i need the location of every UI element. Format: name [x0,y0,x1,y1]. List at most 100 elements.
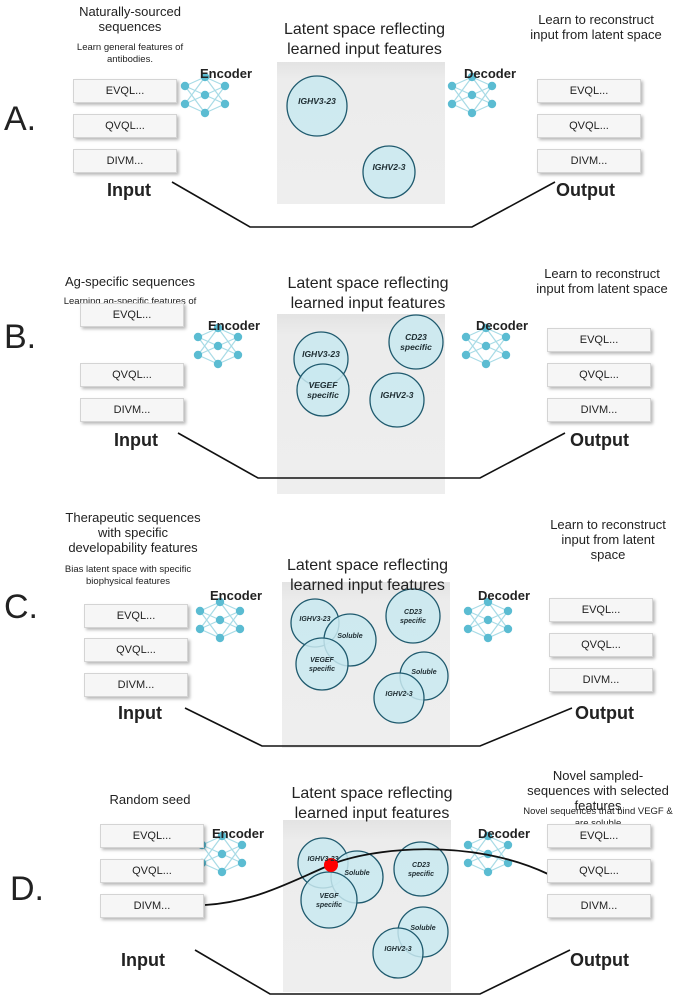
latent-cluster-label: IGHV2-3 [385,691,413,698]
input-subtitle: Learn general features of antibodies. [76,42,184,65]
output-sequence-box: DIVM... [547,894,651,918]
latent-space-title: Latent space reflecting learned input fe… [287,275,449,312]
output-sequence-box: DIVM... [549,668,653,692]
input-title: Naturally-sourced sequences [79,4,181,34]
latent-cluster-label: VEGEF specific [308,657,336,673]
input-sequence-box: EVQL... [80,303,184,327]
latent-cluster-label: CD23 specific [400,332,432,352]
output-subtitle: Novel sequences that bind VEGF & are sol… [523,806,673,829]
encoder-label: Encoder [210,588,263,603]
latent-cluster-label: IGHV3-23 [298,96,336,106]
latent-cluster-circle [385,588,441,644]
output-sequence-box: DIVM... [537,149,641,173]
output-sequence-box: QVQL... [547,859,651,883]
latent-cluster-circle [300,871,358,929]
latent-cluster-circle [393,841,449,897]
latent-cluster-label: IGHV2-3 [384,946,412,953]
latent-cluster-label: Soluble [411,669,437,676]
panel-letter: A. [4,100,37,138]
latent-cluster-circle [372,927,424,979]
output-title: Learn to reconstruct input from latent s… [550,517,666,562]
latent-cluster-label: IGHV3-23 [307,856,339,863]
latent-space-title: Latent space reflecting learned input fe… [287,557,448,594]
encoder-label: Encoder [212,826,265,841]
input-label: Input [107,180,151,200]
panel-letter: B. [4,318,37,356]
latent-cluster-circle [362,145,416,199]
connector-line [177,432,566,479]
latent-cluster-circle [296,363,350,417]
output-sequence-box: QVQL... [549,633,653,657]
panel-graphics [171,72,556,228]
input-sequence-box: QVQL... [100,859,204,883]
latent-cluster-circle [369,372,425,428]
latent-cluster-label: CD23 specific [407,862,435,878]
input-sequence-box: DIVM... [80,398,184,422]
input-label: Input [114,430,158,450]
output-sequence-box: EVQL... [549,598,653,622]
sampling-path [204,848,549,906]
decoder-label: Decoder [476,318,529,333]
latent-cluster-label: Soluble [344,870,370,877]
input-sequence-box: EVQL... [73,79,177,103]
input-sequence-box: EVQL... [100,824,204,848]
input-label: Input [121,950,165,970]
decoder-label: Decoder [464,66,517,81]
output-label: Output [570,430,629,450]
output-label: Output [556,180,615,200]
output-sequence-box: EVQL... [547,824,651,848]
input-subtitle: Bias latent space with specific biophysi… [64,564,192,587]
panel-graphics [177,314,566,479]
input-sequence-box: DIVM... [73,149,177,173]
decoder-network-icon [461,323,511,369]
latent-cluster-label: Soluble [410,925,436,932]
decoder-label: Decoder [478,588,531,603]
latent-cluster-label: VEGEF specific [307,380,339,400]
input-title: Therapeutic sequences with specific deve… [65,510,201,555]
decoder-network-icon [447,72,497,118]
panel-letter: C. [4,588,38,626]
encoder-label: Encoder [200,66,253,81]
output-title: Learn to reconstruct input from latent s… [530,12,662,42]
latent-cluster-label: VEGF specific [315,893,343,909]
input-sequence-box: QVQL... [80,363,184,387]
encoder-network-icon [195,597,245,643]
latent-cluster-circle [295,637,349,691]
output-sequence-box: DIVM... [547,398,651,422]
latent-cluster-label: Soluble [337,633,363,640]
latent-cluster-circle [373,672,425,724]
latent-cluster-label: IGHV2-3 [380,390,414,400]
input-sequence-box: QVQL... [73,114,177,138]
input-sequence-box: DIVM... [100,894,204,918]
output-sequence-box: QVQL... [537,114,641,138]
connector-line [194,949,571,995]
latent-cluster-circle [286,75,348,137]
encoder-label: Encoder [208,318,261,333]
panel-letter: D. [10,870,44,908]
input-sequence-box: EVQL... [84,604,188,628]
latent-space-title: Latent space reflecting learned input fe… [291,785,453,822]
latent-cluster-label: CD23 specific [399,609,427,625]
output-title: Learn to reconstruct input from latent s… [536,266,668,296]
panel-graphics [184,588,573,747]
encoder-network-icon [193,323,243,369]
connector-line [171,181,556,228]
decoder-label: Decoder [478,826,531,841]
latent-cluster-label: IGHV2-3 [372,162,406,172]
output-label: Output [570,950,629,970]
latent-cluster-circle [388,314,444,370]
input-title: Random seed [109,792,191,807]
input-label: Input [118,703,162,723]
input-sequence-box: QVQL... [84,638,188,662]
connector-line [184,707,573,747]
decoder-network-icon [463,597,513,643]
output-title: Novel sampled-sequences with selected fe… [527,768,669,813]
output-sequence-box: QVQL... [547,363,651,387]
output-sequence-box: EVQL... [547,328,651,352]
output-label: Output [575,703,634,723]
encoder-network-icon [180,72,230,118]
